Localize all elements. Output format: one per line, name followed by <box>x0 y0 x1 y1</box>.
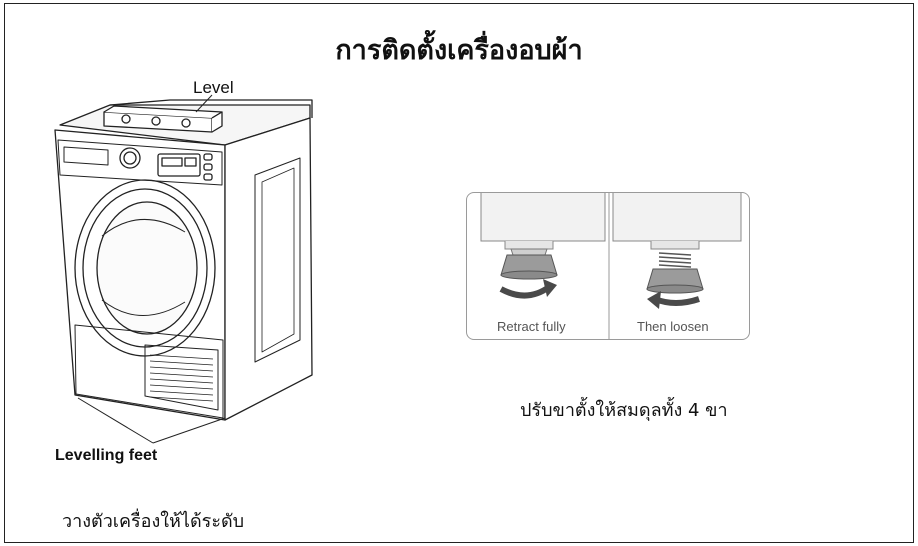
arrow-counterclockwise-icon <box>647 291 700 309</box>
feet-adjust-panel: Retract fully Then loosen <box>466 192 750 340</box>
foot-loosened <box>612 193 742 294</box>
levelling-feet-label: Levelling feet <box>55 447 158 464</box>
retract-fully-label: Retract fully <box>497 319 566 334</box>
feet-adjust-diagram <box>480 193 742 339</box>
caption-left: วางตัวเครื่องให้ได้ระดับ <box>62 511 245 532</box>
caption-right: ปรับขาตั้งให้สมดุลทั้ง 4 ขา <box>520 400 728 421</box>
level-tool <box>103 105 223 133</box>
dryer-side <box>224 117 313 421</box>
page-title: การติดตั้งเครื่องอบผ้า <box>335 35 583 66</box>
foot-retracted <box>480 193 606 280</box>
display-panel <box>157 153 201 177</box>
level-label: Level <box>193 78 234 97</box>
page-frame <box>4 3 914 543</box>
control-knob <box>119 147 141 169</box>
then-loosen-label: Then loosen <box>637 319 709 334</box>
arrow-clockwise-icon <box>499 279 557 299</box>
